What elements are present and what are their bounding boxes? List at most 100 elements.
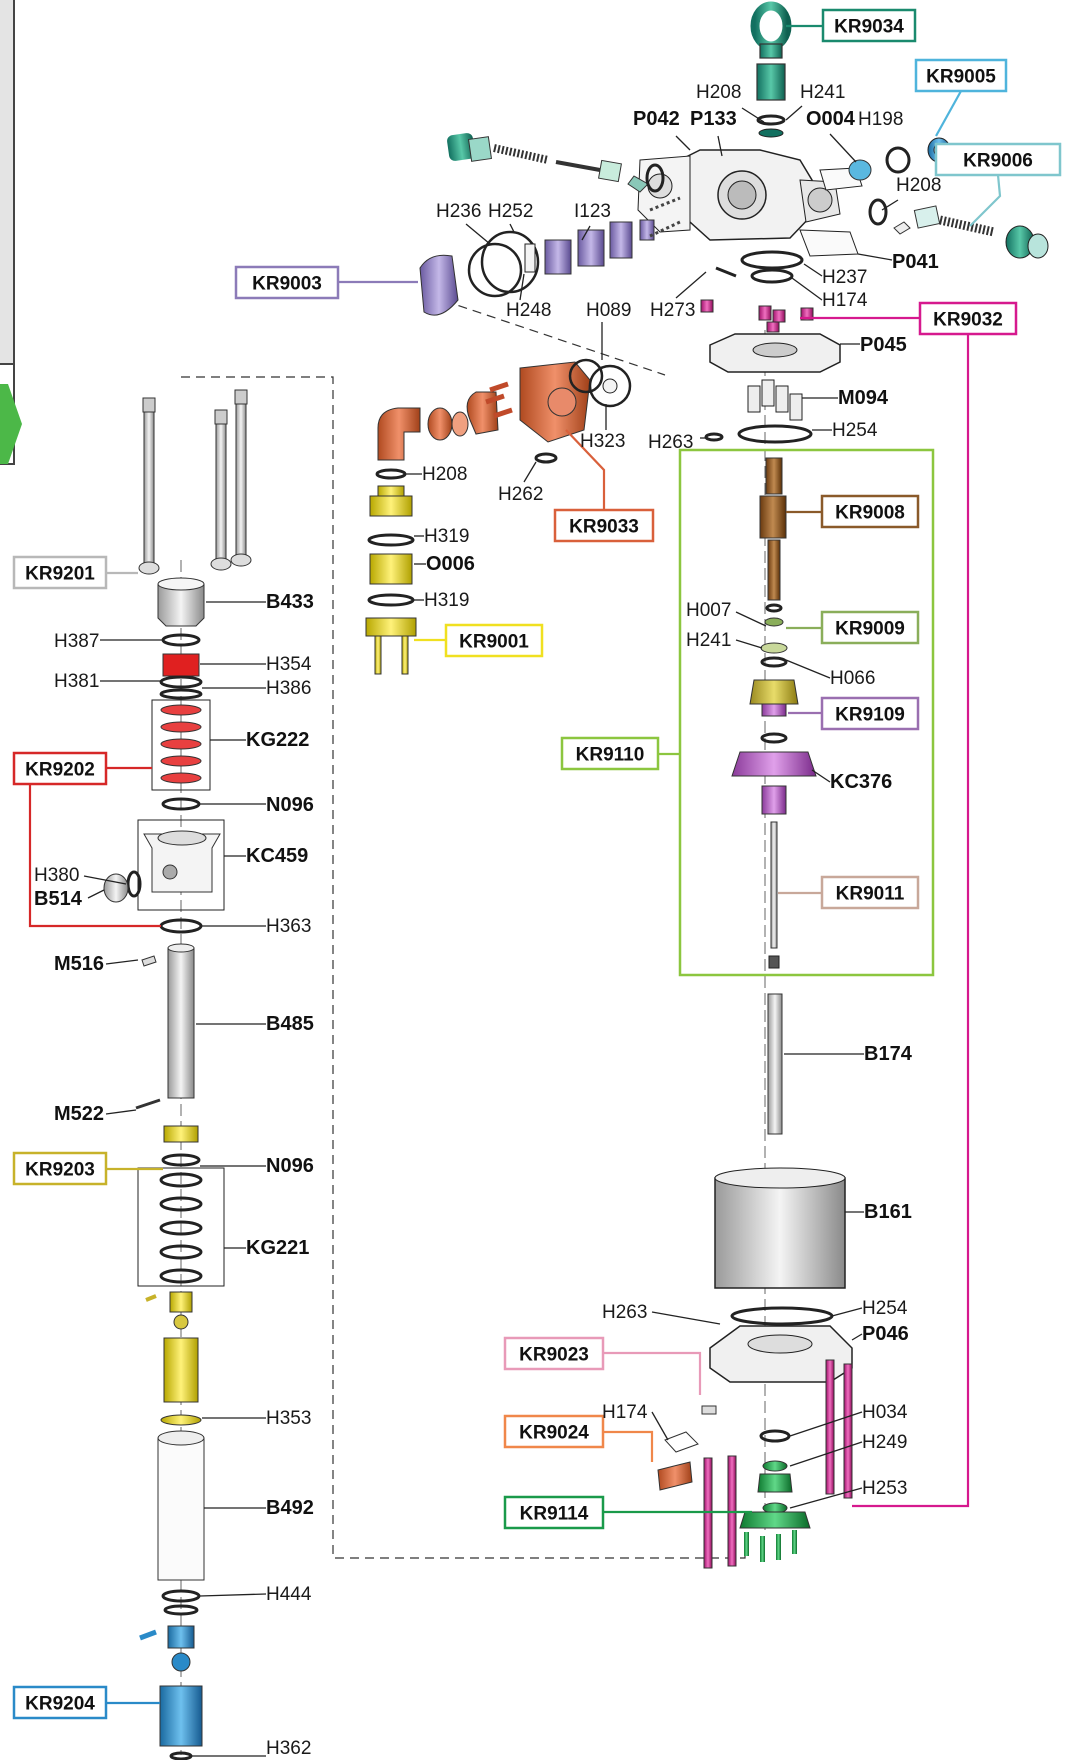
kit-label-kr9114[interactable]: KR9114	[503, 1495, 605, 1530]
part-label-h381: H381	[54, 671, 99, 692]
part-label-h241b: H241	[686, 630, 731, 651]
part-label-h363: H363	[266, 916, 311, 937]
kit-label-kr9009[interactable]: KR9009	[820, 610, 920, 645]
part-label-h387: H387	[54, 631, 99, 652]
part-label-kc459: KC459	[246, 845, 308, 867]
part-label-h248: H248	[506, 300, 551, 321]
kit-label-kr9024[interactable]: KR9024	[503, 1414, 605, 1449]
part-label-h262: H262	[498, 484, 543, 505]
part-label-h066: H066	[830, 668, 875, 689]
leader-h034	[789, 1411, 863, 1437]
leader-h273	[675, 271, 707, 299]
leader-h252	[509, 223, 515, 233]
bottom-right-parts	[657, 1359, 853, 1569]
kit-leader-kr9024	[603, 1430, 654, 1462]
kit-label-kr9109[interactable]: KR9109	[820, 696, 920, 731]
leader-h254b	[831, 1307, 863, 1317]
kit-label-kr9201[interactable]: KR9201	[12, 555, 108, 590]
part-label-h386: H386	[266, 678, 311, 699]
kit-text-kr9202: KR9202	[25, 760, 95, 781]
kit-label-kr9006[interactable]: KR9006	[934, 142, 1062, 177]
kit-label-kr9032[interactable]: KR9032	[918, 301, 1018, 336]
kit-leader-kr9033	[565, 429, 606, 510]
kit-text-kr9008: KR9008	[835, 503, 905, 524]
part-label-m094: M094	[838, 387, 889, 409]
part-label-h323: H323	[580, 431, 625, 452]
leader-p042	[675, 135, 691, 151]
part-label-h208a: H208	[696, 82, 741, 103]
kit-label-kr9008[interactable]: KR9008	[820, 494, 920, 529]
part-label-n096b: N096	[266, 1155, 314, 1177]
part-label-p045: P045	[860, 334, 907, 356]
kit-label-kr9003[interactable]: KR9003	[234, 265, 340, 300]
kit-label-kr9204[interactable]: KR9204	[12, 1685, 108, 1720]
kit-label-kr9203[interactable]: KR9203	[12, 1151, 108, 1186]
kit-leader-kr9023	[603, 1351, 702, 1395]
kit-label-kr9023[interactable]: KR9023	[503, 1336, 605, 1371]
leader-h253	[789, 1487, 863, 1509]
leader-m516	[105, 959, 139, 965]
leader-kc376	[811, 769, 831, 783]
part-label-h353: H353	[266, 1408, 311, 1429]
part-label-h354: H354	[266, 654, 312, 675]
cover-plate-p045	[709, 333, 841, 373]
leader-p041	[857, 253, 893, 261]
right-stack-parts	[731, 457, 817, 1135]
kit-text-kr9204: KR9204	[25, 1694, 95, 1715]
part-label-b514: B514	[34, 888, 83, 910]
kit-label-kr9011[interactable]: KR9011	[820, 875, 920, 910]
kit-leader-kr9006	[969, 174, 1002, 227]
manifold-body-part	[637, 149, 863, 257]
kit-text-kr9023: KR9023	[519, 1345, 589, 1366]
kit-label-kr9034[interactable]: KR9034	[821, 8, 917, 43]
part-label-p133: P133	[690, 108, 737, 130]
kit-text-kr9024: KR9024	[519, 1423, 589, 1444]
kit-label-kr9033[interactable]: KR9033	[553, 508, 655, 543]
leader-p133	[717, 135, 723, 157]
part-label-h263b: H263	[602, 1302, 647, 1323]
leader-h380	[83, 875, 127, 885]
part-label-h252: H252	[488, 201, 533, 222]
part-label-h007: H007	[686, 600, 731, 621]
part-label-b174: B174	[864, 1043, 913, 1065]
part-label-h319b: H319	[424, 590, 469, 611]
cylinder-b161	[714, 1167, 846, 1289]
part-label-b485: B485	[266, 1013, 314, 1035]
leader-h208a	[741, 107, 765, 123]
orange-port-block	[466, 358, 632, 464]
kit-text-kr9011: KR9011	[836, 884, 905, 905]
kit-label-kr9202[interactable]: KR9202	[12, 751, 108, 786]
leader-h007	[735, 611, 767, 627]
part-label-h237: H237	[822, 267, 867, 288]
kit-label-kr9005[interactable]: KR9005	[914, 58, 1008, 93]
leader-lines	[28, 24, 1002, 1757]
part-label-h089: H089	[586, 300, 631, 321]
kit-text-kr9110: KR9110	[576, 745, 645, 766]
kit-label-kr9001[interactable]: KR9001	[444, 623, 544, 658]
leader-i123	[581, 225, 591, 241]
bolts-m094	[747, 379, 803, 421]
tie-rods	[138, 389, 252, 575]
kit-leader-kr9005	[935, 90, 962, 137]
leader-h263b	[651, 1311, 721, 1325]
next-page-arrow-icon[interactable]	[0, 384, 22, 464]
part-label-kg222: KG222	[246, 729, 309, 751]
part-label-b161: B161	[864, 1201, 912, 1223]
side-fittings-left	[447, 133, 665, 193]
kit-label-kr9110[interactable]: KR9110	[560, 736, 660, 771]
assembly-dashed-line-top	[429, 295, 666, 376]
leader-p046	[851, 1333, 863, 1341]
part-label-kc376: KC376	[830, 771, 892, 793]
leader-h237	[803, 263, 823, 277]
part-label-p041: P041	[892, 251, 939, 273]
kit-text-kr9032: KR9032	[933, 310, 1003, 331]
part-label-n096a: N096	[266, 794, 314, 816]
orange-elbow	[377, 407, 469, 461]
part-label-o006: O006	[426, 553, 475, 575]
part-label-h444: H444	[266, 1584, 312, 1605]
part-label-i123: I123	[574, 201, 611, 222]
leader-m522	[105, 1109, 137, 1115]
leader-h066	[785, 659, 831, 679]
